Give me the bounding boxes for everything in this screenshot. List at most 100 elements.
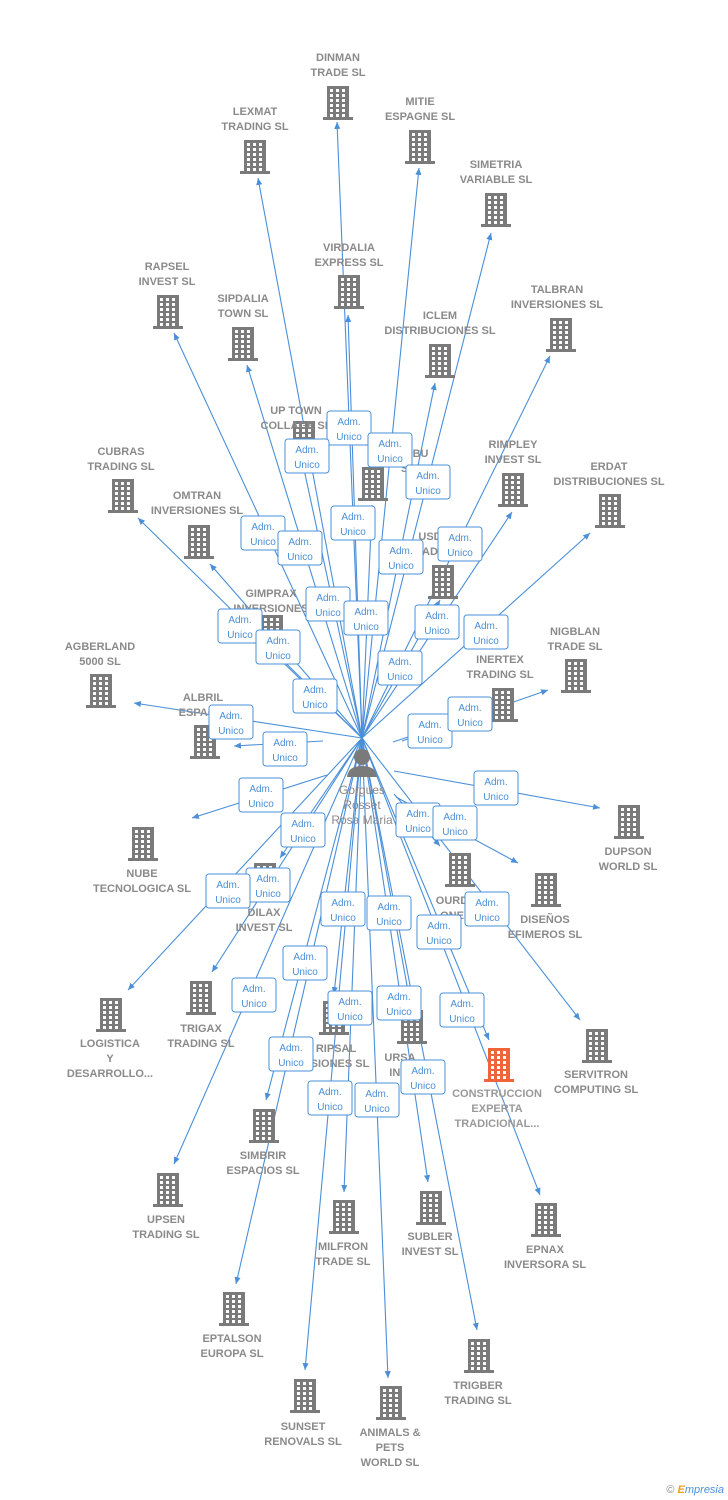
building-icon-sipdalia[interactable] — [228, 327, 258, 361]
svg-text:Adm.Unico: Adm.Unico — [449, 999, 475, 1025]
svg-text:Adm.Unico: Adm.Unico — [364, 1089, 390, 1115]
svg-text:Adm.Unico: Adm.Unico — [410, 1066, 436, 1092]
svg-text:Adm.Unico: Adm.Unico — [227, 615, 253, 641]
building-icon-inertex[interactable] — [488, 688, 518, 722]
edge-label-adm-unico: Adm.Unico — [282, 945, 328, 981]
building-icon-servitron[interactable] — [582, 1029, 612, 1063]
edge-label-adm-unico: Adm.Unico — [407, 713, 453, 749]
edge-label-adm-unico: Adm.Unico — [238, 777, 284, 813]
building-icon-virdalia[interactable] — [334, 275, 364, 309]
building-icon-agberland[interactable] — [86, 674, 116, 708]
svg-text:Adm.Unico: Adm.Unico — [426, 921, 452, 947]
building-icon-dinman[interactable] — [323, 86, 353, 120]
building-icon-rapsel[interactable] — [153, 295, 183, 329]
building-icon-epnax[interactable] — [531, 1203, 561, 1237]
building-icon-nigblan[interactable] — [561, 659, 591, 693]
building-icon-simetria[interactable] — [481, 193, 511, 227]
svg-text:Adm.Unico: Adm.Unico — [336, 417, 362, 443]
building-icon-animals[interactable] — [376, 1386, 406, 1420]
person-icon[interactable] — [347, 749, 377, 777]
building-icon-upsen[interactable] — [153, 1173, 183, 1207]
building-icon-dupson[interactable] — [614, 805, 644, 839]
building-icon-sunset[interactable] — [290, 1379, 320, 1413]
building-icon-iclem[interactable] — [425, 344, 455, 378]
building-icon-ourd[interactable] — [445, 853, 475, 887]
svg-text:Adm.Unico: Adm.Unico — [442, 812, 468, 838]
building-icon-usd[interactable] — [428, 565, 458, 599]
edge-upsen — [173, 737, 363, 1165]
svg-text:Adm.Unico: Adm.Unico — [417, 720, 443, 746]
svg-text:Adm.Unico: Adm.Unico — [377, 439, 403, 465]
edge-milfron — [341, 737, 363, 1193]
building-icon-lexmat[interactable] — [240, 140, 270, 174]
building-icon-subler[interactable] — [416, 1191, 446, 1225]
building-icon-simbrir[interactable] — [249, 1109, 279, 1143]
building-icon-nube[interactable] — [128, 827, 158, 861]
svg-text:Adm.Unico: Adm.Unico — [405, 809, 431, 835]
building-icon-talbran[interactable] — [546, 318, 576, 352]
building-icon-logistica[interactable] — [96, 998, 126, 1032]
svg-text:Adm.Unico: Adm.Unico — [278, 1043, 304, 1069]
building-icon-milfron[interactable] — [329, 1200, 359, 1234]
svg-text:Adm.Unico: Adm.Unico — [388, 546, 414, 572]
edge-label-adm-unico: Adm.Unico — [292, 678, 338, 714]
edge-label-adm-unico: Adm.Unico — [377, 650, 423, 686]
svg-text:Adm.Unico: Adm.Unico — [265, 636, 291, 662]
building-icon-cubras[interactable] — [108, 479, 138, 513]
edge-label-adm-unico: Adm.Unico — [439, 992, 485, 1028]
edge-label-adm-unico: Adm.Unico — [378, 539, 424, 575]
building-icon-construccion[interactable] — [484, 1048, 514, 1082]
edge-label-adm-unico: Adm.Unico — [354, 1082, 400, 1118]
building-icon-erdat[interactable] — [595, 494, 625, 528]
building-icon-stribu[interactable] — [358, 467, 388, 501]
svg-text:Adm.Unico: Adm.Unico — [457, 703, 483, 729]
building-icon-omtran[interactable] — [184, 525, 214, 559]
building-icon-mitie[interactable] — [405, 130, 435, 164]
building-icon-trigax[interactable] — [186, 981, 216, 1015]
building-icon-eptalson[interactable] — [219, 1292, 249, 1326]
edge-logistica — [127, 737, 363, 991]
edge-subler — [361, 737, 431, 1183]
building-icon-disenos[interactable] — [531, 873, 561, 907]
building-icon-trigber[interactable] — [464, 1339, 494, 1373]
building-icon-rimpley[interactable] — [498, 473, 528, 507]
edge-label-adm-unico: Adm.Unico — [405, 464, 451, 500]
